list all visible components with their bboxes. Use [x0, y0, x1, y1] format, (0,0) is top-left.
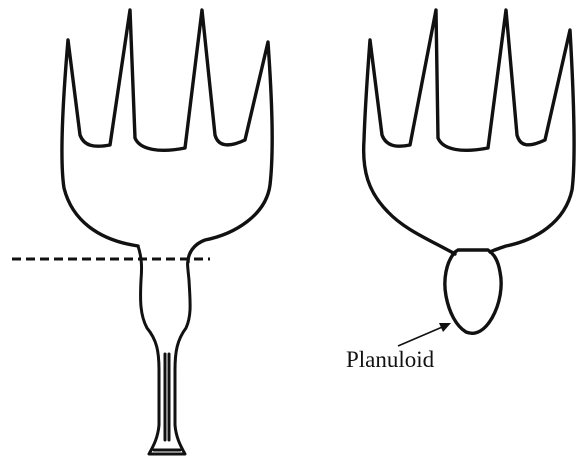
planuloid-bud: [445, 250, 501, 333]
planuloid-label: Planuloid: [346, 348, 434, 371]
planuloid-arrow-shaft: [398, 325, 447, 346]
right-polyp-body: [364, 10, 575, 254]
left-polyp-body: [62, 10, 272, 262]
